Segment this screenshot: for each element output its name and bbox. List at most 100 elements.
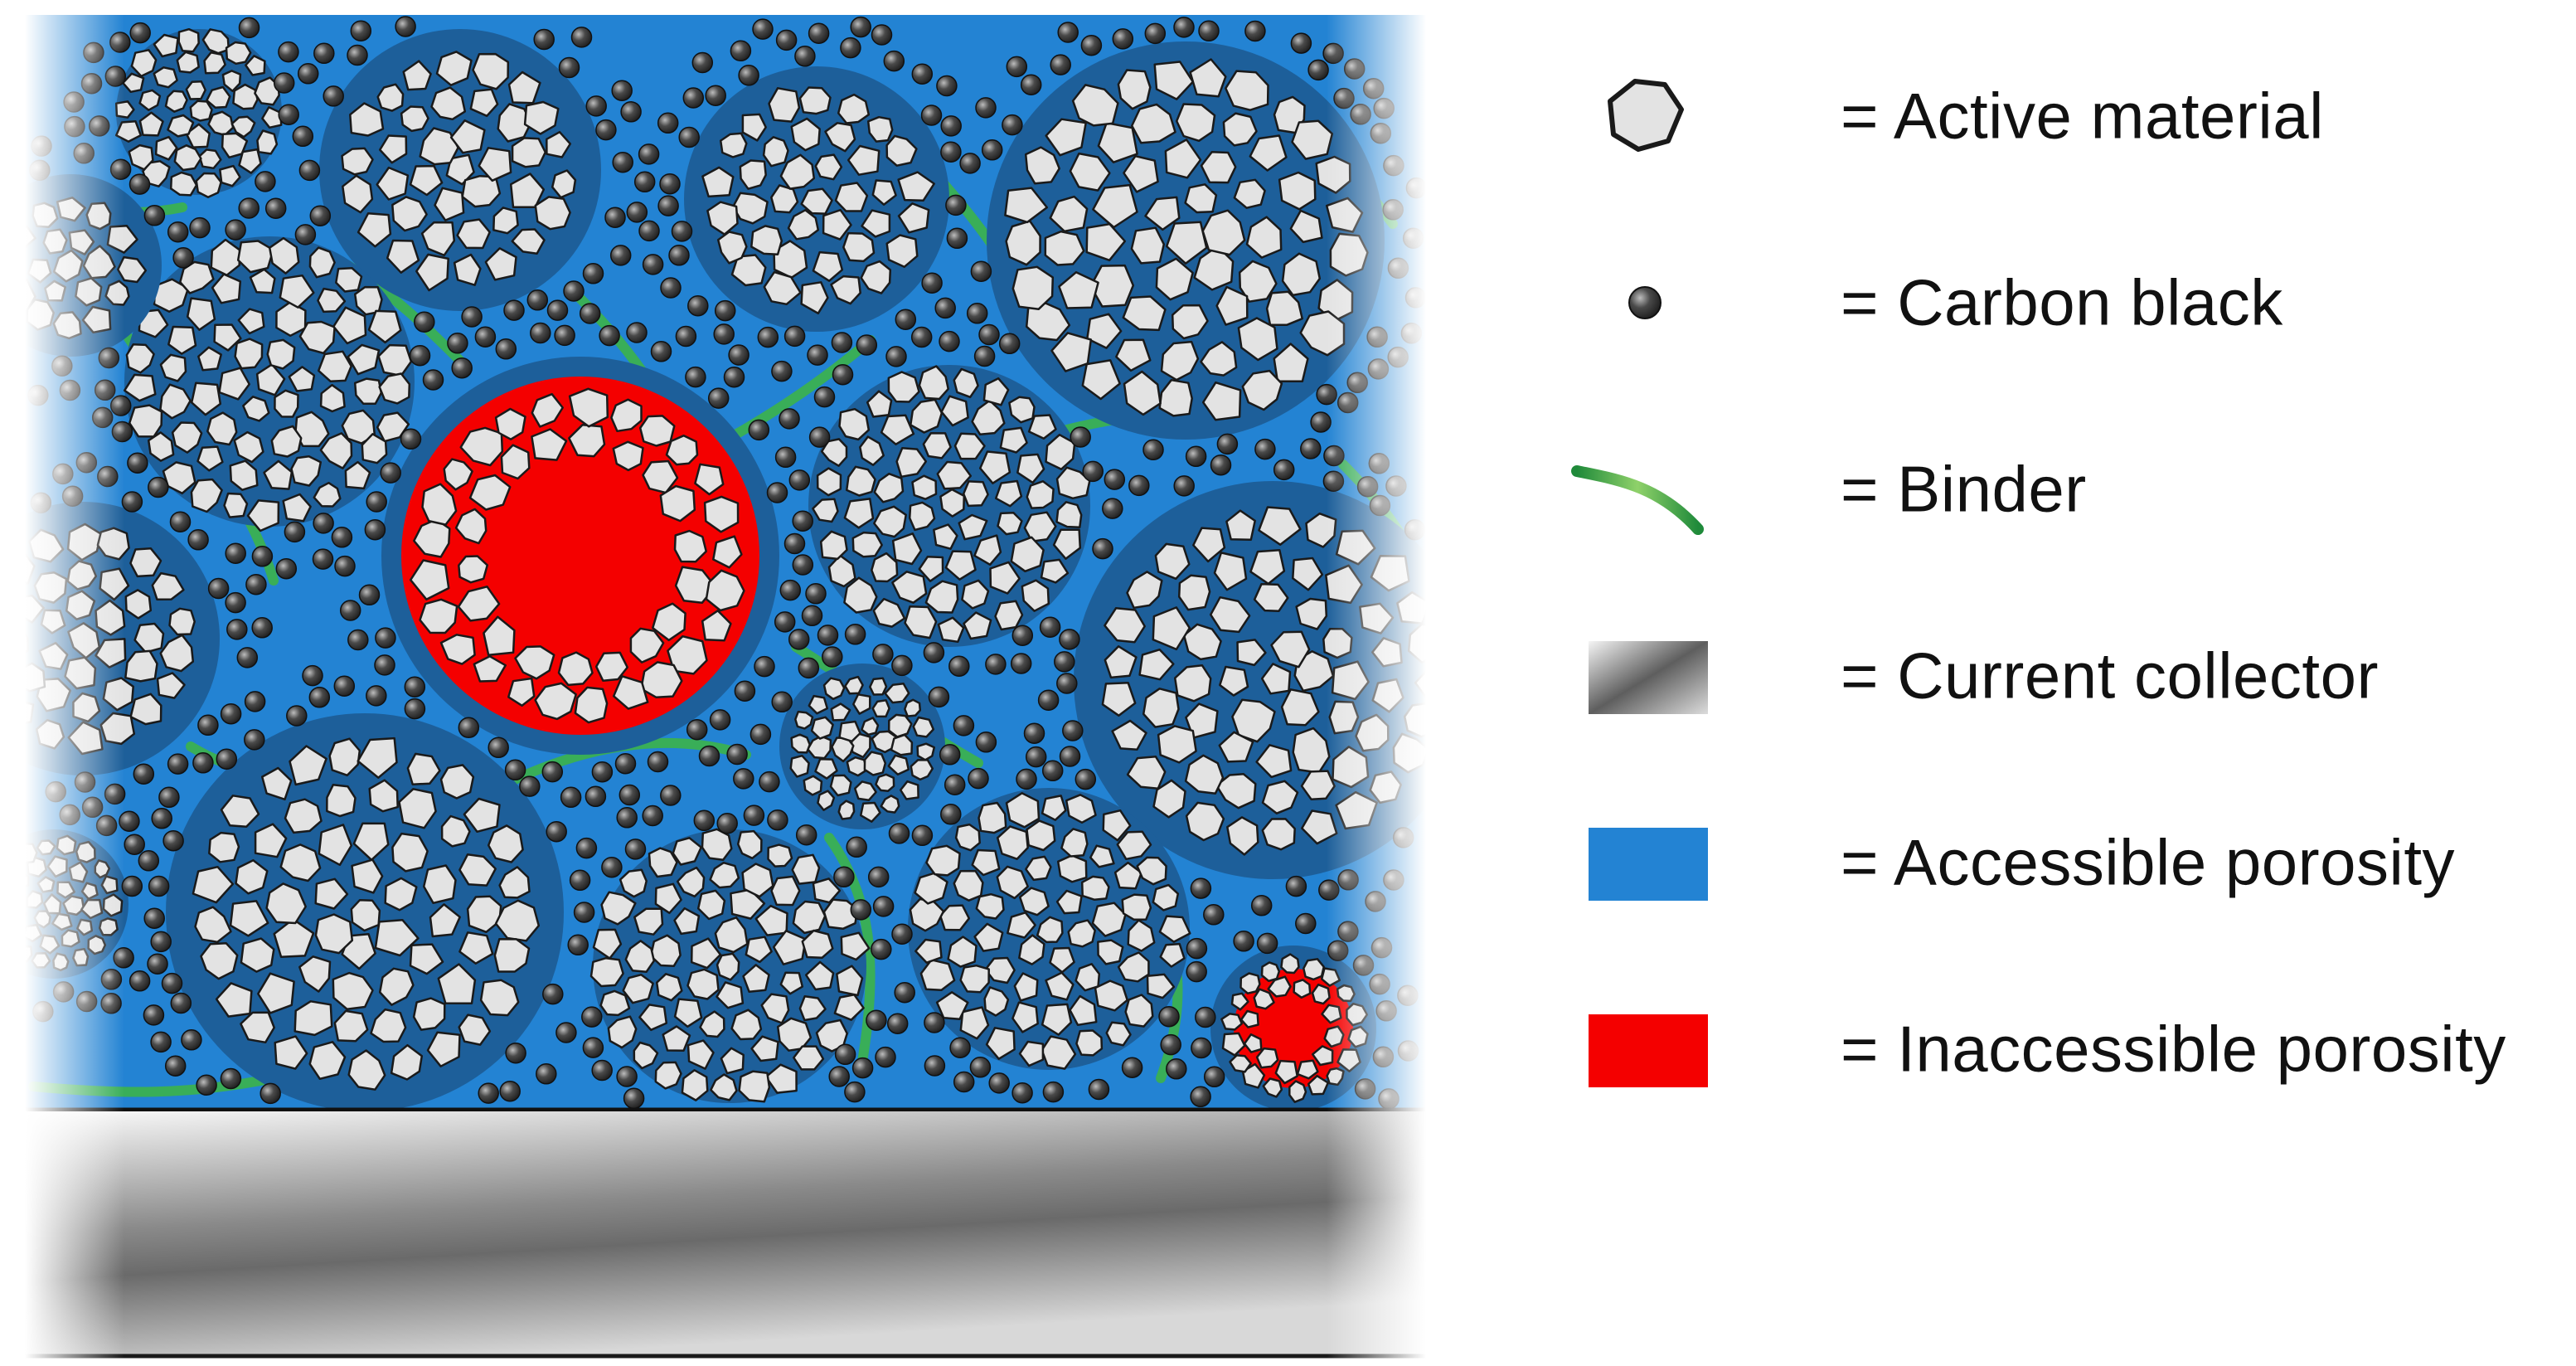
carbon-black-particle xyxy=(129,173,151,195)
active-material-grain xyxy=(509,173,546,209)
active-material-grain xyxy=(1130,103,1176,144)
active-material-grain xyxy=(994,479,1023,508)
carbon-black-particle xyxy=(504,759,526,781)
carbon-black-particle xyxy=(973,345,996,367)
active-material-grain xyxy=(800,281,829,315)
active-material-grain xyxy=(1201,209,1246,256)
carbon-black-particle xyxy=(705,85,726,106)
active-material-grain xyxy=(1241,369,1283,411)
carbon-black-particle xyxy=(1233,931,1254,952)
carbon-black-particle xyxy=(691,51,714,74)
active-material-grain xyxy=(763,270,802,306)
carbon-black-particle xyxy=(726,743,748,766)
active-material-grain xyxy=(837,93,871,124)
carbon-black-particle xyxy=(604,207,626,228)
active-material-grain xyxy=(514,645,555,680)
active-material-grain xyxy=(768,87,801,123)
active-material-grain xyxy=(332,971,374,1010)
carbon-black-particle xyxy=(807,344,828,366)
active-material-grain xyxy=(962,480,989,508)
active-material-grain xyxy=(483,615,516,657)
carbon-black-particle xyxy=(294,224,317,245)
active-material-grain xyxy=(123,373,157,402)
legend-item-carbon-black: = Carbon black xyxy=(1559,220,2554,386)
carbon-black-particle xyxy=(409,344,431,367)
active-material-grain xyxy=(0,913,5,929)
carbon-black-particle xyxy=(611,80,633,101)
active-material-grain xyxy=(1021,579,1050,612)
carbon-black-particle xyxy=(358,584,381,606)
active-material-grain xyxy=(282,493,312,523)
active-material-grain xyxy=(313,481,342,508)
active-material-grain xyxy=(1220,1013,1244,1031)
active-material-grain xyxy=(908,501,936,532)
active-material-grain xyxy=(456,218,491,250)
active-material-grain xyxy=(997,511,1023,536)
left-edge-fade xyxy=(25,15,124,1359)
active-material-grain xyxy=(904,605,938,639)
carbon-black-particle xyxy=(1295,912,1317,935)
current-collector-icon xyxy=(1589,641,1708,714)
carbon-black-particle xyxy=(659,173,681,195)
active-material-grain xyxy=(1270,630,1311,668)
carbon-black-particle xyxy=(581,1006,603,1028)
carbon-black-particle xyxy=(771,360,793,382)
active-material-grain xyxy=(912,716,935,738)
carbon-black-particle xyxy=(998,333,1021,355)
active-material-grain xyxy=(153,33,179,58)
carbon-black-particle xyxy=(555,1022,577,1043)
carbon-black-particle xyxy=(693,809,716,832)
carbon-black-particle xyxy=(164,1055,187,1077)
carbon-black-particle xyxy=(1082,460,1104,483)
active-material-grain xyxy=(138,89,162,111)
carbon-black-particle xyxy=(404,676,426,698)
carbon-black-particle xyxy=(339,600,361,621)
carbon-black-particle xyxy=(167,221,189,243)
carbon-black-particle xyxy=(207,577,230,600)
active-material-grain xyxy=(568,387,609,428)
active-material-grain xyxy=(953,367,979,399)
carbon-black-particle xyxy=(743,805,765,826)
active-material-grain xyxy=(240,1011,275,1044)
active-material-grain xyxy=(1182,623,1222,661)
active-material-grain xyxy=(619,868,648,898)
active-material-grain xyxy=(1158,378,1193,417)
active-material-grain xyxy=(1249,134,1288,172)
carbon-black-particle xyxy=(143,1004,165,1026)
active-material-grain xyxy=(696,889,726,921)
carbon-black-particle xyxy=(374,654,395,676)
carbon-black-particle xyxy=(536,1063,557,1085)
carbon-black-particle xyxy=(1070,426,1091,448)
active-material-grain xyxy=(1213,552,1248,591)
carbon-black-particle xyxy=(1092,537,1113,560)
active-material-grain xyxy=(830,702,851,722)
active-material-grain xyxy=(880,414,915,445)
active-material-grain xyxy=(1233,178,1266,209)
active-material-grain xyxy=(875,773,895,792)
carbon-black-particle xyxy=(542,983,564,1005)
carbon-black-particle xyxy=(808,22,830,44)
active-material-grain xyxy=(716,231,748,265)
carbon-black-particle xyxy=(923,642,945,664)
carbon-black-particle xyxy=(278,104,299,125)
carbon-black-particle xyxy=(798,657,820,679)
active-material-grain xyxy=(1075,963,1101,992)
carbon-black-particle xyxy=(924,1012,945,1033)
active-material-grain xyxy=(268,236,300,275)
carbon-black-particle xyxy=(309,205,332,226)
active-material-grain xyxy=(298,320,336,355)
active-material-grain xyxy=(1041,1003,1073,1036)
active-material-grain xyxy=(319,432,353,469)
carbon-black-particle xyxy=(1059,746,1081,767)
carbon-black-particle xyxy=(1198,20,1220,42)
active-material-grain xyxy=(1157,725,1197,764)
active-material-grain xyxy=(842,231,876,263)
active-material-grain xyxy=(421,483,458,526)
carbon-black-particle xyxy=(795,824,817,846)
carbon-black-particle xyxy=(585,785,607,808)
carbon-black-particle xyxy=(750,723,772,746)
carbon-black-particle xyxy=(871,24,893,46)
legend-label-active-material: = Active material xyxy=(1841,79,2324,153)
active-material-grain xyxy=(1115,338,1152,372)
carbon-black-particle xyxy=(595,119,617,141)
